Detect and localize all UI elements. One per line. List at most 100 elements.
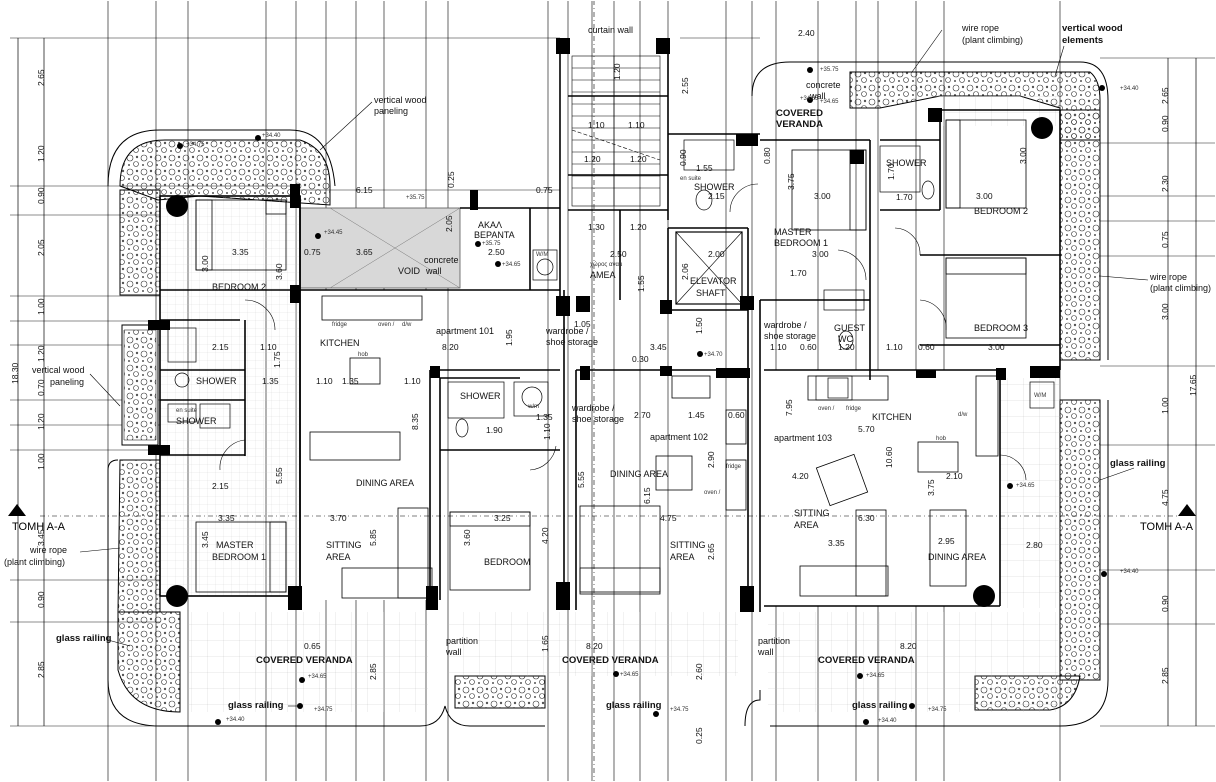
dimension-label: 4.20	[540, 527, 550, 544]
dimension-label: 1.20	[838, 342, 855, 352]
dimension-label: 1.90	[486, 425, 503, 435]
level-label: +35.75	[820, 67, 839, 73]
dimension-label: 3.65	[356, 247, 373, 257]
room-oven-103: oven /	[818, 406, 835, 412]
dimension-label: 1.20	[612, 63, 622, 80]
outer-boundaries	[107, 61, 1109, 727]
dimension-label: 1.10	[588, 120, 605, 130]
level-label: +34.65	[866, 673, 885, 679]
dimension-label: 2.50	[610, 249, 627, 259]
dimension-label: 0.65	[304, 641, 321, 651]
dimension-label: 1.65	[540, 635, 550, 652]
dimension-label: 2.85	[368, 663, 378, 680]
dimension-label: 0.60	[728, 410, 745, 420]
room-covered-veranda-top: COVERED	[776, 108, 823, 119]
level-markers	[177, 67, 1107, 725]
dimension-label: 3.35	[828, 538, 845, 548]
dimension-label: 2.95	[938, 536, 955, 546]
annotation-wire-rope-right-line2: (plant climbing)	[1150, 283, 1211, 293]
level-label: +34.65	[308, 674, 327, 680]
annotation-vertical-wood-paneling-top-line2: paneling	[374, 106, 408, 116]
annotation-labels: curtain wall vertical wood paneling vert…	[4, 23, 1211, 711]
annotation-wire-rope-top-line2: (plant climbing)	[962, 35, 1023, 45]
dimension-label: 3.35	[232, 247, 249, 257]
dimension-label: 3.45	[200, 531, 210, 548]
interior-floors	[160, 196, 1000, 606]
dimension-label: 3.45	[650, 342, 667, 352]
dimension-label: 1.55	[636, 275, 646, 292]
dimension-label: 3.00	[1018, 147, 1028, 164]
furniture	[195, 119, 1027, 599]
room-covered-veranda-3: COVERED VERANDA	[818, 655, 915, 666]
level-label: +34.40	[1120, 86, 1139, 92]
room-guest-wc: GUEST	[834, 323, 866, 333]
room-master-bedroom1-left-line2: BEDROOM 1	[212, 552, 266, 562]
dimension-label: 5.85	[368, 529, 378, 546]
room-master-bedroom1-103-line2: BEDROOM 1	[774, 238, 828, 248]
dimension-label: 1.55	[696, 163, 713, 173]
room-sitting-102: SITTING	[670, 540, 706, 550]
dimension-label: 1.20	[36, 345, 46, 362]
level-label: +34.40	[262, 133, 281, 139]
room-hob-101: hob	[358, 352, 369, 358]
room-apothiki-line2: ΑΜΕΑ	[590, 270, 616, 280]
dimension-label: 5.55	[576, 471, 586, 488]
annotation-wire-rope-top: wire rope	[961, 23, 999, 33]
dimension-label: 3.00	[814, 191, 831, 201]
annotation-partition-wall-1-line2: wall	[445, 647, 462, 657]
level-label: +34.75	[314, 707, 333, 713]
columns	[166, 117, 1053, 607]
level-labels: +34.40 +34.75 +35.75 +34.45 +35.75 +34.6…	[186, 67, 1139, 724]
dimension-label: 1.35	[262, 376, 279, 386]
dimension-label: 0.25	[694, 727, 704, 744]
level-label: +34.65	[1016, 483, 1035, 489]
room-dw-103: d/w	[958, 412, 968, 418]
dimension-label: 0.90	[1160, 595, 1170, 612]
section-marker-right	[1178, 504, 1196, 516]
room-kitchen-101: KITCHEN	[320, 338, 360, 348]
leader-lines	[79, 29, 1149, 707]
dimension-label: 3.00	[200, 255, 210, 272]
room-berapnta: ΒΕΡΑΝΤΑ	[474, 230, 515, 240]
fixtures	[167, 139, 1055, 438]
dimension-label: 3.60	[274, 263, 284, 280]
room-sitting-103-line2: AREA	[794, 520, 819, 530]
dimension-label: 2.15	[212, 342, 229, 352]
room-oven-101: oven /	[378, 322, 395, 328]
dimension-label: 0.90	[36, 591, 46, 608]
dimension-label: 3.00	[988, 342, 1005, 352]
dimension-label: 5.55	[274, 467, 284, 484]
room-sitting-101: SITTING	[326, 540, 362, 550]
level-label: +35.75	[406, 195, 425, 201]
dimension-label: 0.75	[536, 185, 553, 195]
dimension-label: 4.20	[792, 471, 809, 481]
dimension-label: 2.65	[1160, 87, 1170, 104]
dimension-label: 1.30	[588, 222, 605, 232]
annotation-wire-rope-right: wire rope	[1149, 272, 1187, 282]
level-label: +34.65	[820, 99, 839, 105]
dimension-label: 2.05	[36, 239, 46, 256]
room-elevator: ELEVATOR	[690, 276, 737, 286]
annotation-wire-rope-left: wire rope	[29, 545, 67, 555]
dimension-label: 0.25	[446, 171, 456, 188]
room-en-suite-shower-left: SHOWER	[176, 416, 217, 426]
annotation-glass-railing-b1: glass railing	[228, 700, 284, 711]
room-covered-veranda-2: COVERED VERANDA	[562, 655, 659, 666]
dimension-label: 0.60	[918, 342, 935, 352]
dimension-label: 3.00	[1160, 303, 1170, 320]
dimension-label: 2.65	[706, 543, 716, 560]
dimension-label: 10.60	[884, 446, 894, 468]
dimension-label: 1.10	[628, 120, 645, 130]
dimension-label: 1.10	[542, 423, 552, 440]
annotation-partition-wall-2: partition	[758, 636, 790, 646]
dimension-label: 1.45	[688, 410, 705, 420]
room-apartment-103: apartment 103	[774, 433, 832, 443]
annotation-concrete-wall-2: concrete	[806, 80, 841, 90]
elevator-shaft	[675, 231, 743, 305]
veranda-tiles	[188, 96, 1060, 712]
dimension-label: 3.75	[786, 173, 796, 190]
annotation-section-right: TOMH A-A	[1140, 521, 1194, 533]
dimension-label: 3.75	[926, 479, 936, 496]
annotation-concrete-wall-1: concrete	[424, 255, 459, 265]
walls	[159, 38, 1061, 612]
